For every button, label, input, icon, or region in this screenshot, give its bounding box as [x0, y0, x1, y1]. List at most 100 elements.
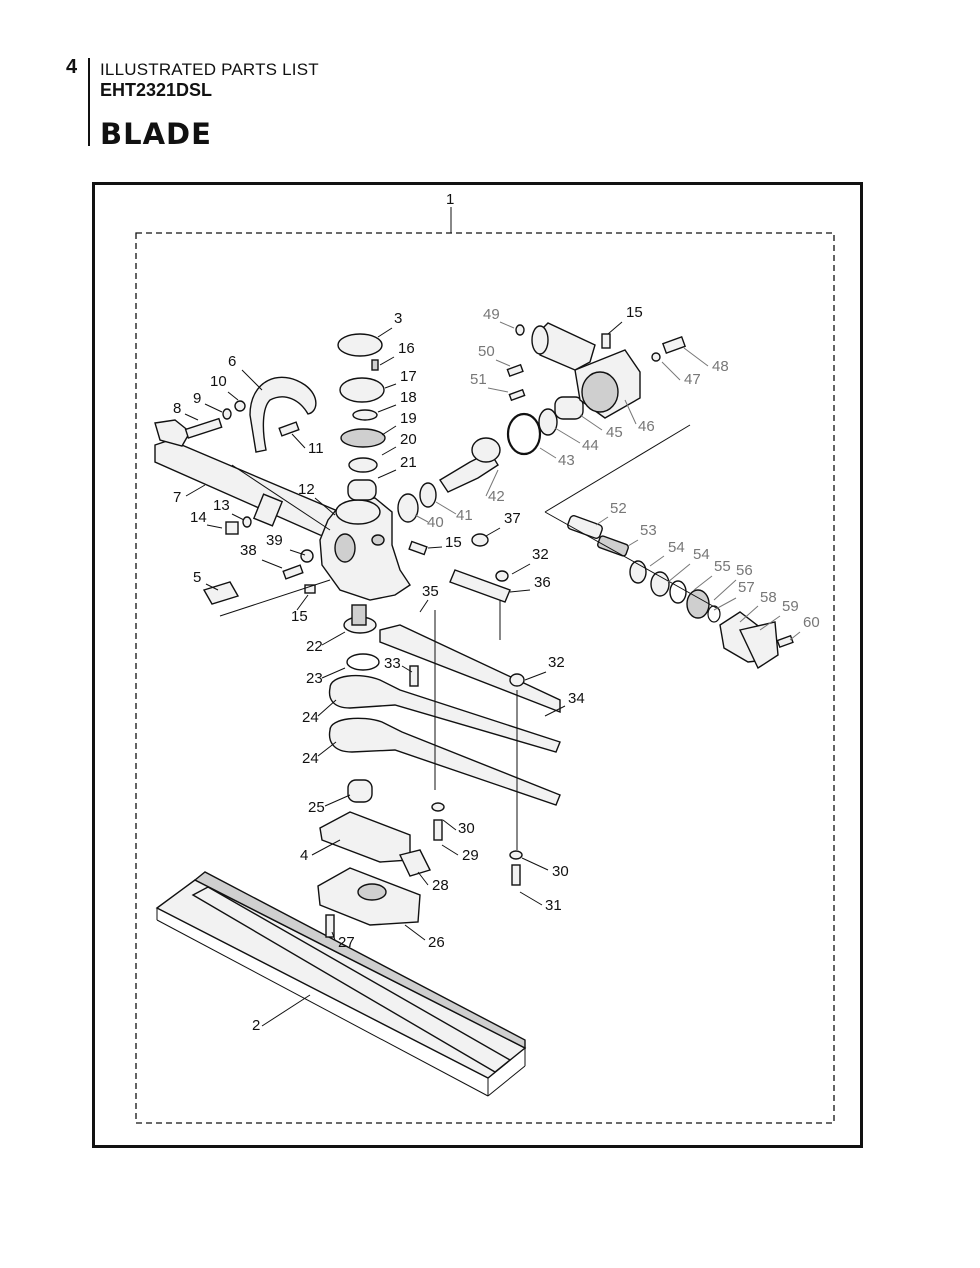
callout-leader	[206, 524, 223, 529]
callout-47: 47	[661, 361, 701, 388]
callout-38: 38	[240, 542, 283, 569]
callout-label: 34	[568, 690, 585, 707]
callout-label: 38	[240, 542, 257, 559]
callout-label: 41	[456, 507, 473, 524]
callout-label: 39	[266, 532, 283, 549]
callout-10: 10	[210, 373, 239, 401]
callout-label: 22	[306, 638, 323, 655]
callout-14: 14	[190, 509, 223, 529]
callout-label: 31	[545, 897, 562, 914]
assembly-boundary	[135, 232, 835, 1124]
callout-leader	[524, 671, 547, 681]
callout-label: 16	[398, 340, 415, 357]
callout-41: 41	[435, 501, 473, 524]
callout-label: 30	[458, 820, 475, 837]
callout-label: 1	[446, 191, 454, 208]
callout-label: 51	[470, 371, 487, 388]
callout-32a: 32	[511, 546, 549, 575]
callout-leader	[789, 631, 801, 641]
callout-label: 7	[173, 489, 181, 506]
callout-59: 59	[759, 598, 799, 631]
callout-46: 46	[624, 399, 655, 435]
callout-11: 11	[291, 433, 324, 457]
header-divider	[88, 58, 90, 146]
diagram-frame	[92, 182, 863, 1148]
callout-label: 52	[610, 500, 627, 517]
callout-55: 55	[693, 558, 731, 591]
callout-label: 29	[462, 847, 479, 864]
callout-8: 8	[173, 400, 199, 421]
callout-label: 53	[640, 522, 657, 539]
callout-leader	[435, 501, 457, 515]
callout-leader	[314, 497, 336, 516]
callout-leader	[291, 433, 306, 449]
callout-53: 53	[627, 522, 657, 547]
callout-leader	[381, 425, 397, 436]
callout-leader	[667, 563, 691, 583]
callout-label: 8	[173, 400, 181, 417]
callout-leader	[739, 605, 759, 623]
callout-58: 58	[739, 589, 777, 623]
callout-26: 26	[404, 924, 445, 951]
callout-label: 59	[782, 598, 799, 615]
callout-leader	[227, 391, 239, 401]
callout-leader	[419, 599, 429, 613]
callout-leader	[509, 589, 531, 593]
callout-label: 13	[213, 497, 230, 514]
section-label: ILLUSTRATED PARTS LIST	[100, 60, 319, 79]
callout-leader	[499, 321, 515, 329]
callout-leader	[661, 361, 681, 381]
callout-leader	[381, 446, 397, 456]
callout-43: 43	[539, 447, 575, 469]
callout-label: 44	[582, 437, 599, 454]
callout-labels: 1234567891011121314151515161718192021222…	[173, 191, 820, 1034]
fastener-drawings	[202, 400, 525, 938]
callout-56: 56	[713, 562, 753, 601]
callout-label: 35	[422, 583, 439, 600]
callout-49: 49	[483, 306, 515, 329]
callout-leader	[519, 891, 543, 906]
callout-leader	[442, 819, 457, 831]
callout-leader	[377, 469, 397, 479]
callout-label: 20	[400, 431, 417, 448]
callout-54a: 54	[649, 539, 685, 567]
callout-label: 18	[400, 389, 417, 406]
callout-label: 10	[210, 373, 227, 390]
callout-label: 24	[302, 709, 319, 726]
callout-28: 28	[417, 871, 449, 894]
callout-label: 28	[432, 877, 449, 894]
callout-leader	[521, 857, 549, 871]
cutter-blades-drawing	[317, 604, 561, 926]
callout-16: 16	[379, 340, 415, 366]
callout-45: 45	[579, 414, 623, 441]
callout-leader	[579, 414, 603, 431]
callout-52: 52	[595, 500, 627, 526]
callout-label: 15	[445, 534, 462, 551]
callout-leader	[511, 563, 531, 575]
callout-36: 36	[509, 574, 551, 593]
callout-7: 7	[173, 484, 206, 506]
section-title: BLADE	[100, 117, 212, 151]
callout-label: 30	[552, 863, 569, 880]
callout-24a: 24	[302, 699, 337, 726]
callout-15b: 15	[427, 534, 462, 551]
callout-leader	[261, 994, 311, 1027]
handle-bar-drawing	[154, 439, 341, 541]
callout-label: 27	[338, 934, 355, 951]
callout-label: 21	[400, 454, 417, 471]
callout-label: 23	[306, 670, 323, 687]
callout-20: 20	[381, 431, 417, 456]
callout-label: 33	[384, 655, 401, 672]
callout-label: 19	[400, 410, 417, 427]
callout-leader	[185, 484, 206, 497]
callout-leader	[713, 597, 737, 611]
gear-stack-drawing	[337, 333, 386, 501]
callout-40: 40	[414, 514, 444, 531]
callout-2: 2	[252, 994, 311, 1034]
callout-leader	[331, 931, 336, 941]
callout-27: 27	[331, 931, 355, 951]
callout-label: 12	[298, 481, 315, 498]
callout-leader	[485, 469, 499, 497]
callout-leader	[321, 631, 346, 646]
